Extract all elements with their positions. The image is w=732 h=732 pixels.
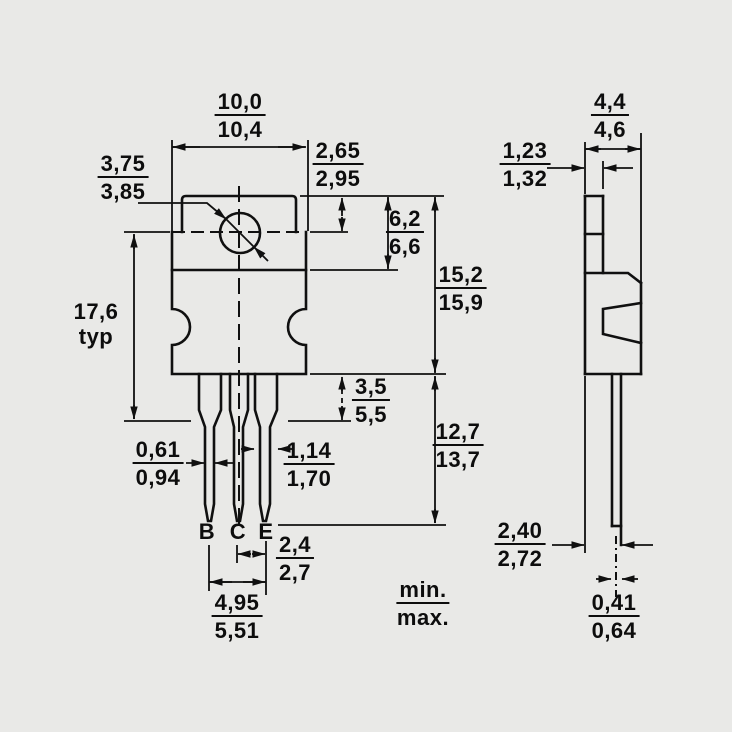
dim-lead-wide-max: 1,70 <box>286 466 332 491</box>
dim-lead-pitch-min: 2,4 <box>275 533 315 559</box>
dim-lead-span: 4,95 5,51 <box>211 591 263 643</box>
dim-hole-diameter-max: 3,85 <box>100 179 146 204</box>
dim-lead-shoulder-max: 5,5 <box>354 402 388 427</box>
dim-lead-narrow: 0,61 0,94 <box>132 438 184 490</box>
dim-tab-step: 6,2 6,6 <box>385 207 425 259</box>
dim-lead-shoulder: 3,5 5,5 <box>351 375 391 427</box>
dim-lead-thickness-min: 0,41 <box>588 591 640 617</box>
lead-e <box>253 372 279 523</box>
dim-lead-span-min: 4,95 <box>211 591 263 617</box>
lead-c <box>228 372 250 523</box>
dim-tab-step-min: 6,2 <box>385 207 425 233</box>
side-dimension-lines <box>547 145 653 583</box>
dim-lead-thickness: 0,41 0,64 <box>588 591 640 643</box>
dim-lead-setback-min: 2,40 <box>494 519 546 545</box>
lead-b <box>197 372 223 523</box>
dim-lead-length: 12,7 13,7 <box>432 420 484 472</box>
side-view <box>547 133 653 597</box>
dim-body-height-min: 15,2 <box>435 263 487 289</box>
dim-body-width-min: 10,0 <box>214 90 266 116</box>
front-extension-lines <box>124 140 446 595</box>
dim-tab-thickness-max: 1,32 <box>502 166 548 191</box>
dim-lead-span-max: 5,51 <box>214 618 260 643</box>
dim-lead-shoulder-min: 3,5 <box>351 375 391 401</box>
dim-lead-thickness-max: 0,64 <box>591 618 637 643</box>
dim-lead-setback: 2,40 2,72 <box>494 519 546 571</box>
dim-lead-narrow-min: 0,61 <box>132 438 184 464</box>
dim-tab-thickness-min: 1,23 <box>499 139 551 165</box>
pin-label-emitter: E <box>258 519 274 544</box>
dim-overall-typ-qualifier: typ <box>78 324 114 349</box>
dim-body-height: 15,2 15,9 <box>435 263 487 315</box>
dim-lead-length-max: 13,7 <box>435 447 481 472</box>
dim-body-width: 10,0 10,4 <box>214 90 266 142</box>
dim-overall-typ: 17,6 typ <box>74 300 119 348</box>
dim-hole-offset-min: 2,65 <box>312 139 364 165</box>
pin-label-collector: C <box>229 519 247 544</box>
hole-diameter-leader <box>138 202 227 220</box>
side-notch <box>601 301 643 345</box>
dim-lead-pitch: 2,4 2,7 <box>275 533 315 585</box>
side-body-top <box>583 271 643 285</box>
dim-lead-wide-min: 1,14 <box>283 439 335 465</box>
min-max-legend: min. max. <box>396 578 450 630</box>
pin-label-base: B <box>198 519 216 544</box>
dim-hole-diameter-min: 3,75 <box>97 152 149 178</box>
dim-overall-typ-value: 17,6 <box>73 299 119 324</box>
dim-lead-wide: 1,14 1,70 <box>283 439 335 491</box>
max-label: max. <box>396 605 450 630</box>
min-label: min. <box>396 578 450 604</box>
dim-hole-diameter: 3,75 3,85 <box>97 152 149 204</box>
dim-body-width-max: 10,4 <box>217 117 263 142</box>
side-extension-lines <box>584 133 642 597</box>
dim-lead-setback-max: 2,72 <box>497 546 543 571</box>
dim-lead-pitch-max: 2,7 <box>278 560 312 585</box>
dim-lead-length-min: 12,7 <box>432 420 484 446</box>
dim-body-height-max: 15,9 <box>438 290 484 315</box>
dim-tab-step-max: 6,6 <box>388 234 422 259</box>
dim-hole-offset-max: 2,95 <box>315 166 361 191</box>
dim-body-depth: 4,4 4,6 <box>590 90 630 142</box>
front-dimension-lines <box>130 143 439 586</box>
dim-body-depth-min: 4,4 <box>590 90 630 116</box>
front-view <box>124 140 446 595</box>
dim-lead-narrow-max: 0,94 <box>135 465 181 490</box>
dim-body-depth-max: 4,6 <box>593 117 627 142</box>
dim-tab-thickness: 1,23 1,32 <box>499 139 551 191</box>
dim-hole-offset: 2,65 2,95 <box>312 139 364 191</box>
